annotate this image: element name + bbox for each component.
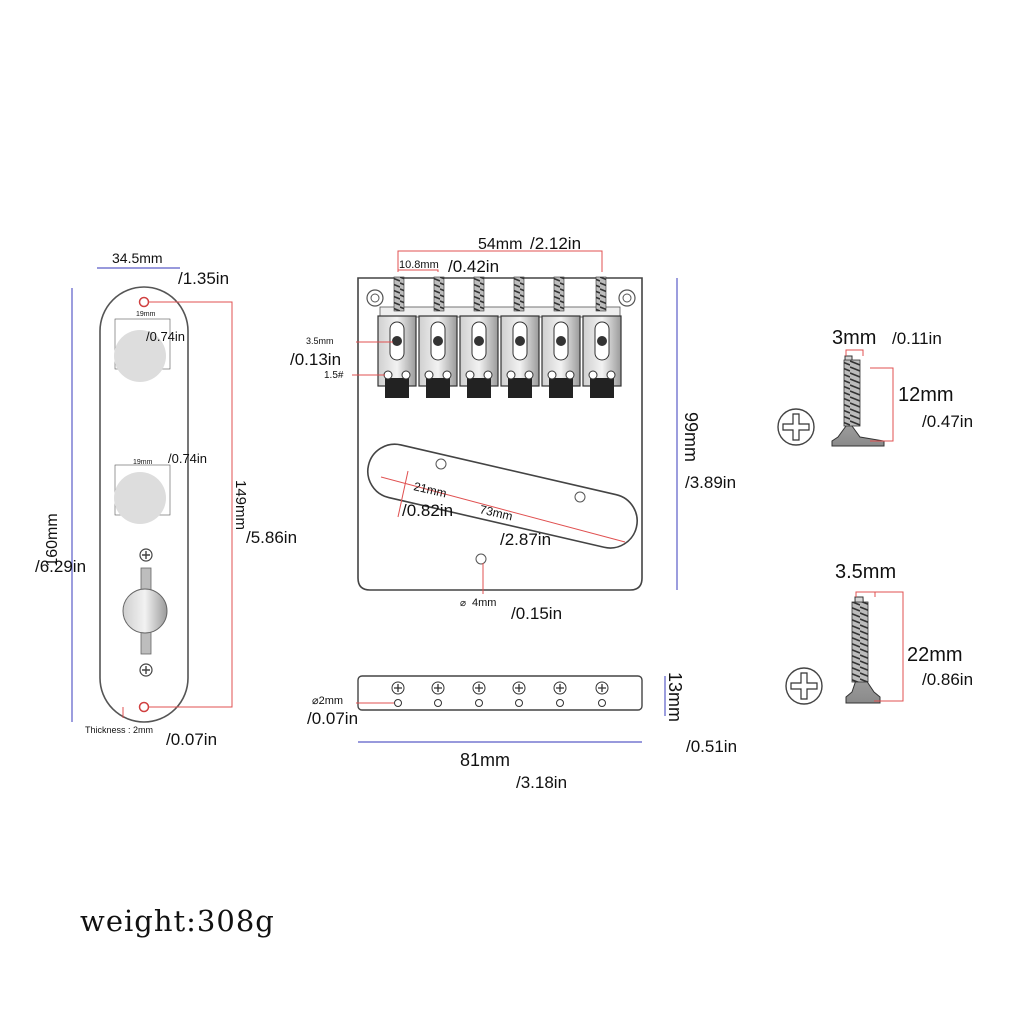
string-spacing-line: [397, 269, 439, 272]
plate-height-in: /6.29in: [35, 557, 86, 576]
string-spacing-in: /0.42in: [448, 257, 499, 276]
bridge-rail: ⌀2mm /0.07in 81mm /3.18in 13mm /0.51in: [307, 672, 737, 792]
hex-size: 1.5#: [324, 370, 344, 381]
pot2-in: /0.74in: [168, 451, 207, 466]
rail-length-in: /3.18in: [516, 773, 567, 792]
bridge-height-in: /3.89in: [685, 473, 736, 492]
pot2: [114, 472, 166, 524]
screw-in: /0.13in: [290, 350, 341, 369]
pot1: [114, 330, 166, 382]
plate-width-in: /1.35in: [178, 269, 229, 288]
bridge: 54mm /2.12in 10.8mm /0.42in 3.5mm /0.13i…: [290, 234, 736, 623]
plate-width-mm: 34.5mm: [112, 250, 163, 266]
small-screw-icon-upper: [139, 548, 153, 562]
slot-width-in: /0.82in: [402, 501, 453, 520]
screw-large-dia-mm: 3.5mm: [835, 561, 896, 583]
pot2-mm: 19mm: [133, 459, 153, 466]
plate-thickness-in: /0.07in: [166, 730, 217, 749]
bridge-spacing-in: /2.12in: [530, 234, 581, 253]
rail-hole-mm: ⌀2mm: [312, 695, 343, 707]
rail-height-in: /0.51in: [686, 737, 737, 756]
plate-hole-spacing-line: [149, 301, 233, 708]
hole-diameter-mm: 4mm: [472, 597, 496, 609]
rail-screws: [391, 681, 609, 707]
screw-large: 3.5mm 22mm /0.86in: [785, 561, 973, 705]
screw-small-dia-in: /0.11in: [892, 329, 942, 348]
mount-hole-top: [138, 296, 150, 308]
weight-label: weight:308g: [80, 904, 275, 938]
plate-height-mm: 160mm: [44, 513, 61, 566]
screw-small-len-in: /0.47in: [922, 412, 973, 431]
bridge-spacing-mm: 54mm: [478, 236, 522, 253]
plate-thickness: Thickness : 2mm: [85, 725, 153, 735]
rail-outline: [357, 675, 643, 711]
hole-spacing-mm: 149mm: [232, 480, 249, 530]
screw-small-dia-mm: 3mm: [832, 327, 876, 349]
screw-large-len-in: /0.86in: [922, 670, 973, 689]
switch-knob: [122, 588, 168, 634]
pickup-slot: [367, 443, 638, 549]
phillips-head-icon: [785, 667, 823, 705]
small-screw-icon-lower: [139, 663, 153, 677]
saddle-springs: [393, 276, 607, 312]
screw-large-len-mm: 22mm: [907, 644, 963, 666]
hole-spacing-in: /5.86in: [246, 528, 297, 547]
slot-width-line: [397, 470, 409, 518]
slot-length-line: [380, 476, 626, 543]
hole-diameter-symbol: ⌀: [460, 598, 466, 609]
slot-length-in: /2.87in: [500, 530, 551, 549]
pot1-mm: 19mm: [136, 311, 156, 318]
hole-diameter-in: /0.15in: [511, 604, 562, 623]
rail-length-mm: 81mm: [460, 750, 510, 770]
saddles: [377, 315, 622, 398]
rail-height-mm: 13mm: [665, 672, 685, 722]
screw-mm: 3.5mm: [306, 336, 334, 346]
phillips-head-icon: [777, 408, 815, 446]
rail-hole-in: /0.07in: [307, 709, 358, 728]
pot1-in: /0.74in: [146, 329, 185, 344]
string-spacing-mm: 10.8mm: [399, 259, 439, 271]
bridge-spacing-line: [397, 250, 603, 272]
screw-small-len-mm: 12mm: [898, 384, 954, 406]
bridge-height-mm: 99mm: [681, 412, 701, 462]
screw-small: 3mm /0.11in 12mm /0.47in: [777, 327, 973, 447]
mount-hole-bottom: [138, 701, 150, 713]
control-plate: 34.5mm /1.35in 19mm /0.74in 19mm /0.74in…: [35, 250, 297, 749]
